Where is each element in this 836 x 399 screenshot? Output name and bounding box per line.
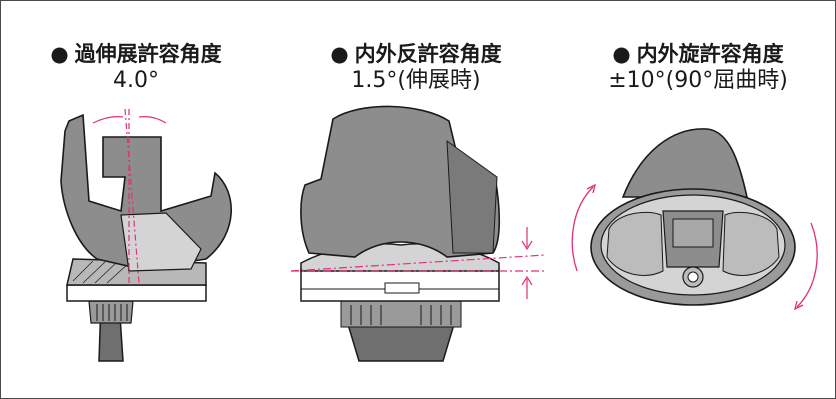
panel-title: ●内外旋許容角度 ±10°(90°屈曲時) (561, 41, 835, 95)
panel-title: ●内外反許容角度 1.5°(伸展時) (271, 41, 561, 95)
bullet-icon: ● (612, 42, 631, 66)
bullet-icon: ● (330, 42, 349, 66)
panel-heading: 過伸展許容角度 (74, 42, 222, 66)
panel-heading: 内外旋許容角度 (636, 42, 784, 66)
panel-heading: 内外反許容角度 (354, 42, 502, 66)
rotation-illustration (571, 128, 818, 311)
panel-hyperextension: ●過伸展許容角度 4.0° (1, 1, 271, 398)
varus-valgus-illustration (290, 105, 546, 362)
panel-value: 1.5°(伸展時) (351, 68, 481, 93)
panel-title: ●過伸展許容角度 4.0° (1, 41, 271, 95)
panel-rotation: ●内外旋許容角度 ±10°(90°屈曲時) (561, 1, 835, 398)
hyperextension-illustration (60, 108, 232, 362)
panel-value: ±10°(90°屈曲時) (608, 68, 788, 93)
bullet-icon: ● (50, 42, 69, 66)
panel-value: 4.0° (113, 68, 159, 93)
panel-varus-valgus: ●内外反許容角度 1.5°(伸展時) (271, 1, 561, 398)
